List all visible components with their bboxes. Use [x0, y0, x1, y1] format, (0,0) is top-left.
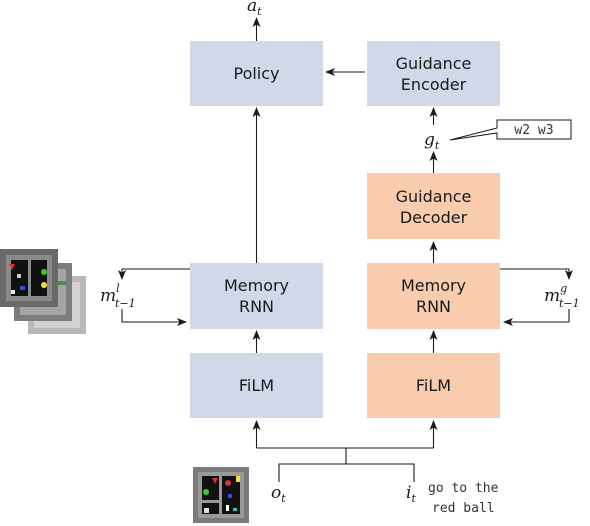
memory-right-label-line1: Memory — [401, 276, 466, 295]
arrow-memory-left-in — [121, 309, 187, 326]
film-left-label: FiLM — [239, 376, 274, 395]
memory-rnn-right-box: Memory RNN — [367, 263, 500, 329]
input-bracket — [278, 463, 415, 482]
film-left-box: FiLM — [190, 353, 323, 418]
guidance-decoder-label-line1: Guidance — [396, 187, 472, 206]
policy-box: Policy — [190, 41, 323, 106]
instruction-text-line2: red ball — [432, 501, 495, 516]
connections — [118, 17, 573, 482]
instruction-text-line1: go to the — [428, 481, 499, 496]
guidance-decoder-label-line2: Decoder — [400, 208, 468, 227]
guidance-callout-text: w2 w3 — [514, 123, 553, 138]
guidance-symbol: gt — [424, 130, 440, 152]
memory-rnn-left-box: Memory RNN — [190, 263, 323, 329]
arrow-memory-right-in — [503, 309, 570, 326]
instruction-symbol: it — [406, 483, 416, 505]
action-symbol: at — [247, 0, 262, 18]
film-right-box: FiLM — [367, 353, 500, 418]
guidance-decoder-box: Guidance Decoder — [367, 173, 500, 239]
guidance-encoder-label-line1: Guidance — [396, 54, 472, 73]
gridworld-observation-icon — [193, 467, 249, 523]
observation-symbol: ot — [271, 483, 286, 505]
memory-right-label-line2: RNN — [416, 297, 451, 316]
arrow-memory-right-out — [500, 268, 573, 280]
memory-left-label-line2: RNN — [239, 297, 274, 316]
policy-label: Policy — [233, 64, 279, 83]
guidance-callout: w2 w3 — [449, 119, 572, 141]
guidance-encoder-label-line2: Encoder — [401, 75, 467, 94]
film-right-label: FiLM — [416, 376, 451, 395]
guidance-encoder-box: Guidance Encoder — [367, 41, 500, 106]
arrow-memory-left-out — [118, 268, 190, 280]
memory-left-label-line1: Memory — [224, 276, 289, 295]
stacked-gridworld-observations-icon — [0, 249, 86, 334]
